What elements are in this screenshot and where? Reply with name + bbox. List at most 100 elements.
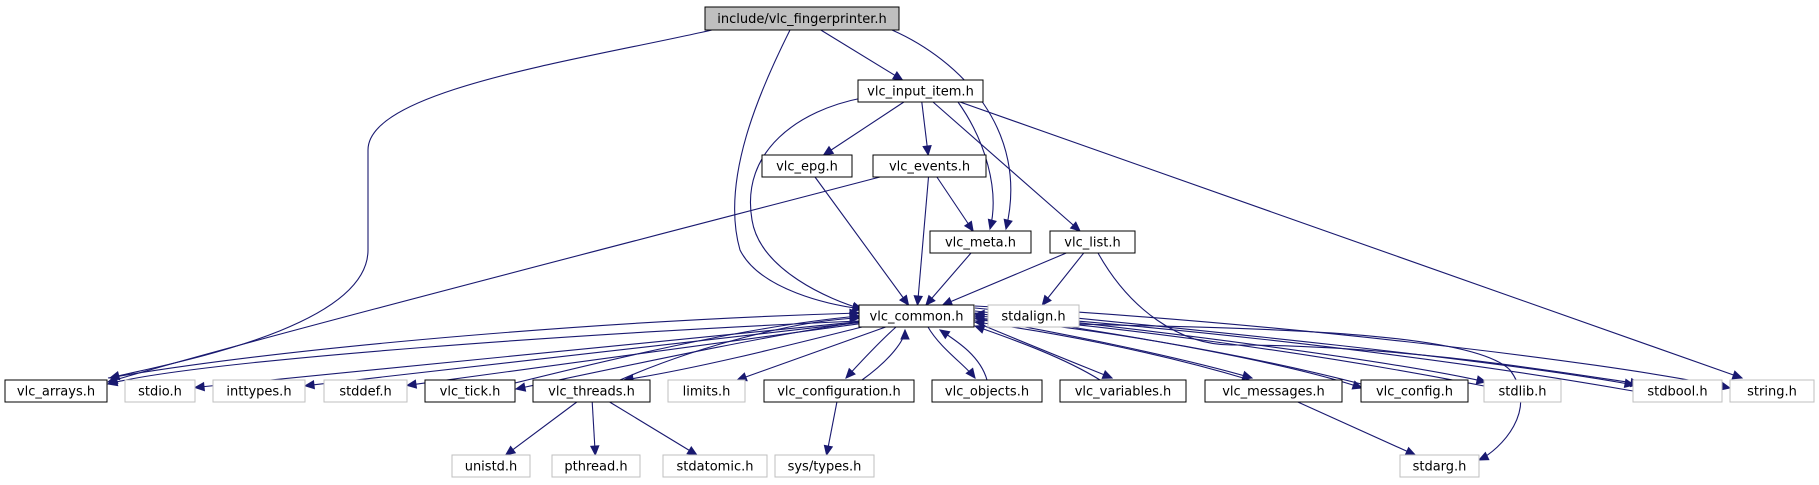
- node-label: vlc_meta.h: [945, 236, 1016, 251]
- edge-line: [973, 319, 1522, 461]
- edge-line: [304, 322, 860, 387]
- node-box: [451, 454, 531, 478]
- edge-arrays-to-common: [107, 308, 861, 379]
- edge-line: [1097, 252, 1641, 385]
- node-label: stdatomic.h: [677, 460, 754, 475]
- edge-line: [974, 305, 1731, 389]
- node-box: [931, 379, 1043, 403]
- arrowhead: [1003, 218, 1013, 231]
- edge-threads-to-pthread: [590, 401, 600, 457]
- arrowhead: [590, 445, 600, 457]
- node-box: [662, 454, 768, 478]
- node-box: [1204, 379, 1343, 403]
- node-arrays[interactable]: vlc_arrays.h: [4, 379, 108, 403]
- node-threads[interactable]: vlc_threads.h: [532, 379, 651, 403]
- edge-threads-to-unistd: [504, 401, 578, 456]
- edge-threads-to-stdatomic: [609, 401, 698, 456]
- node-label: stdalign.h: [1001, 310, 1065, 325]
- node-box: [872, 154, 987, 178]
- node-label: sys/types.h: [788, 460, 862, 475]
- arrowhead: [900, 328, 910, 340]
- arrowhead: [891, 70, 904, 81]
- node-box: [1632, 379, 1723, 403]
- node-unistd: unistd.h: [451, 454, 531, 478]
- edge-line: [107, 320, 860, 385]
- edge-threads-to-common: [619, 313, 861, 381]
- node-box: [551, 454, 641, 478]
- node-list[interactable]: vlc_list.h: [1049, 230, 1136, 254]
- node-events[interactable]: vlc_events.h: [872, 154, 987, 178]
- header-nodes: include/vlc_fingerprinter.h vlc_input_ite…: [4, 6, 1815, 478]
- node-epg[interactable]: vlc_epg.h: [761, 154, 853, 178]
- arrowhead: [823, 444, 834, 457]
- edge-list-to-stdalign: [1041, 252, 1085, 306]
- arrowhead: [938, 329, 951, 340]
- arrowhead: [1623, 378, 1636, 388]
- edge-events-to-arrays: [106, 176, 881, 384]
- edge-line: [107, 176, 881, 383]
- node-pthread: pthread.h: [551, 454, 641, 478]
- node-box: [124, 379, 196, 403]
- arrowhead: [898, 294, 910, 306]
- edge-line: [916, 176, 930, 306]
- node-config[interactable]: vlc_config.h: [1360, 379, 1469, 403]
- node-box: [929, 230, 1032, 254]
- edge-line: [936, 176, 974, 232]
- node-box: [532, 379, 651, 403]
- arrowhead: [965, 367, 976, 379]
- edge-input_item-to-list: [932, 101, 1081, 232]
- node-label: stdlib.h: [1499, 385, 1547, 400]
- arrowhead: [514, 382, 527, 392]
- arrowhead: [822, 145, 835, 156]
- edge-common-to-string: [974, 305, 1732, 391]
- node-stdalign: stdalign.h: [987, 304, 1080, 328]
- edge-line: [957, 101, 994, 230]
- edge-input_item-to-string: [959, 101, 1744, 380]
- edge-events-to-meta: [936, 176, 974, 233]
- arrowhead: [922, 145, 932, 157]
- node-label: pthread.h: [564, 460, 627, 475]
- edge-line: [514, 315, 860, 384]
- node-objects[interactable]: vlc_objects.h: [931, 379, 1043, 403]
- edge-common-to-configuration: [845, 326, 897, 379]
- edge-line: [109, 29, 713, 379]
- node-tick[interactable]: vlc_tick.h: [424, 379, 516, 403]
- edge-common-to-objects: [927, 326, 976, 379]
- node-limits: limits.h: [667, 379, 746, 403]
- edge-fingerprinter-to-input_item: [820, 29, 904, 81]
- edge-common-to-stdarg: [973, 319, 1522, 461]
- edge-common-to-limits: [736, 326, 886, 382]
- arrowhead: [1101, 369, 1114, 379]
- node-common[interactable]: vlc_common.h: [858, 304, 975, 328]
- edge-line: [609, 401, 698, 456]
- node-label: vlc_configuration.h: [777, 385, 901, 400]
- node-box: [987, 304, 1080, 328]
- edge-line: [107, 312, 860, 379]
- edge-configuration-to-common: [861, 328, 910, 381]
- node-stdbool: stdbool.h: [1632, 379, 1723, 403]
- arrowhead: [686, 445, 698, 456]
- node-box: [774, 454, 875, 478]
- node-messages[interactable]: vlc_messages.h: [1204, 379, 1343, 403]
- arrowhead: [1404, 446, 1417, 456]
- node-stdlib: stdlib.h: [1483, 379, 1562, 403]
- edge-line: [959, 101, 1743, 379]
- node-label: vlc_threads.h: [548, 385, 635, 400]
- node-box: [1483, 379, 1562, 403]
- node-label: inttypes.h: [226, 385, 291, 400]
- edge-variables-to-common: [973, 324, 1101, 381]
- edge-line: [823, 101, 905, 156]
- node-variables[interactable]: vlc_variables.h: [1059, 379, 1187, 403]
- edge-line: [505, 401, 578, 456]
- node-input_item[interactable]: vlc_input_item.h: [857, 79, 984, 103]
- node-meta[interactable]: vlc_meta.h: [929, 230, 1032, 254]
- node-label: vlc_common.h: [870, 310, 964, 325]
- edge-line: [891, 29, 1012, 230]
- edge-line: [861, 329, 906, 381]
- node-fingerprinter[interactable]: include/vlc_fingerprinter.h: [704, 6, 900, 31]
- edge-line: [619, 317, 860, 381]
- edge-input_item-to-events: [921, 101, 932, 157]
- node-box: [1059, 379, 1187, 403]
- node-label: stdbool.h: [1647, 385, 1707, 400]
- node-configuration[interactable]: vlc_configuration.h: [763, 379, 915, 403]
